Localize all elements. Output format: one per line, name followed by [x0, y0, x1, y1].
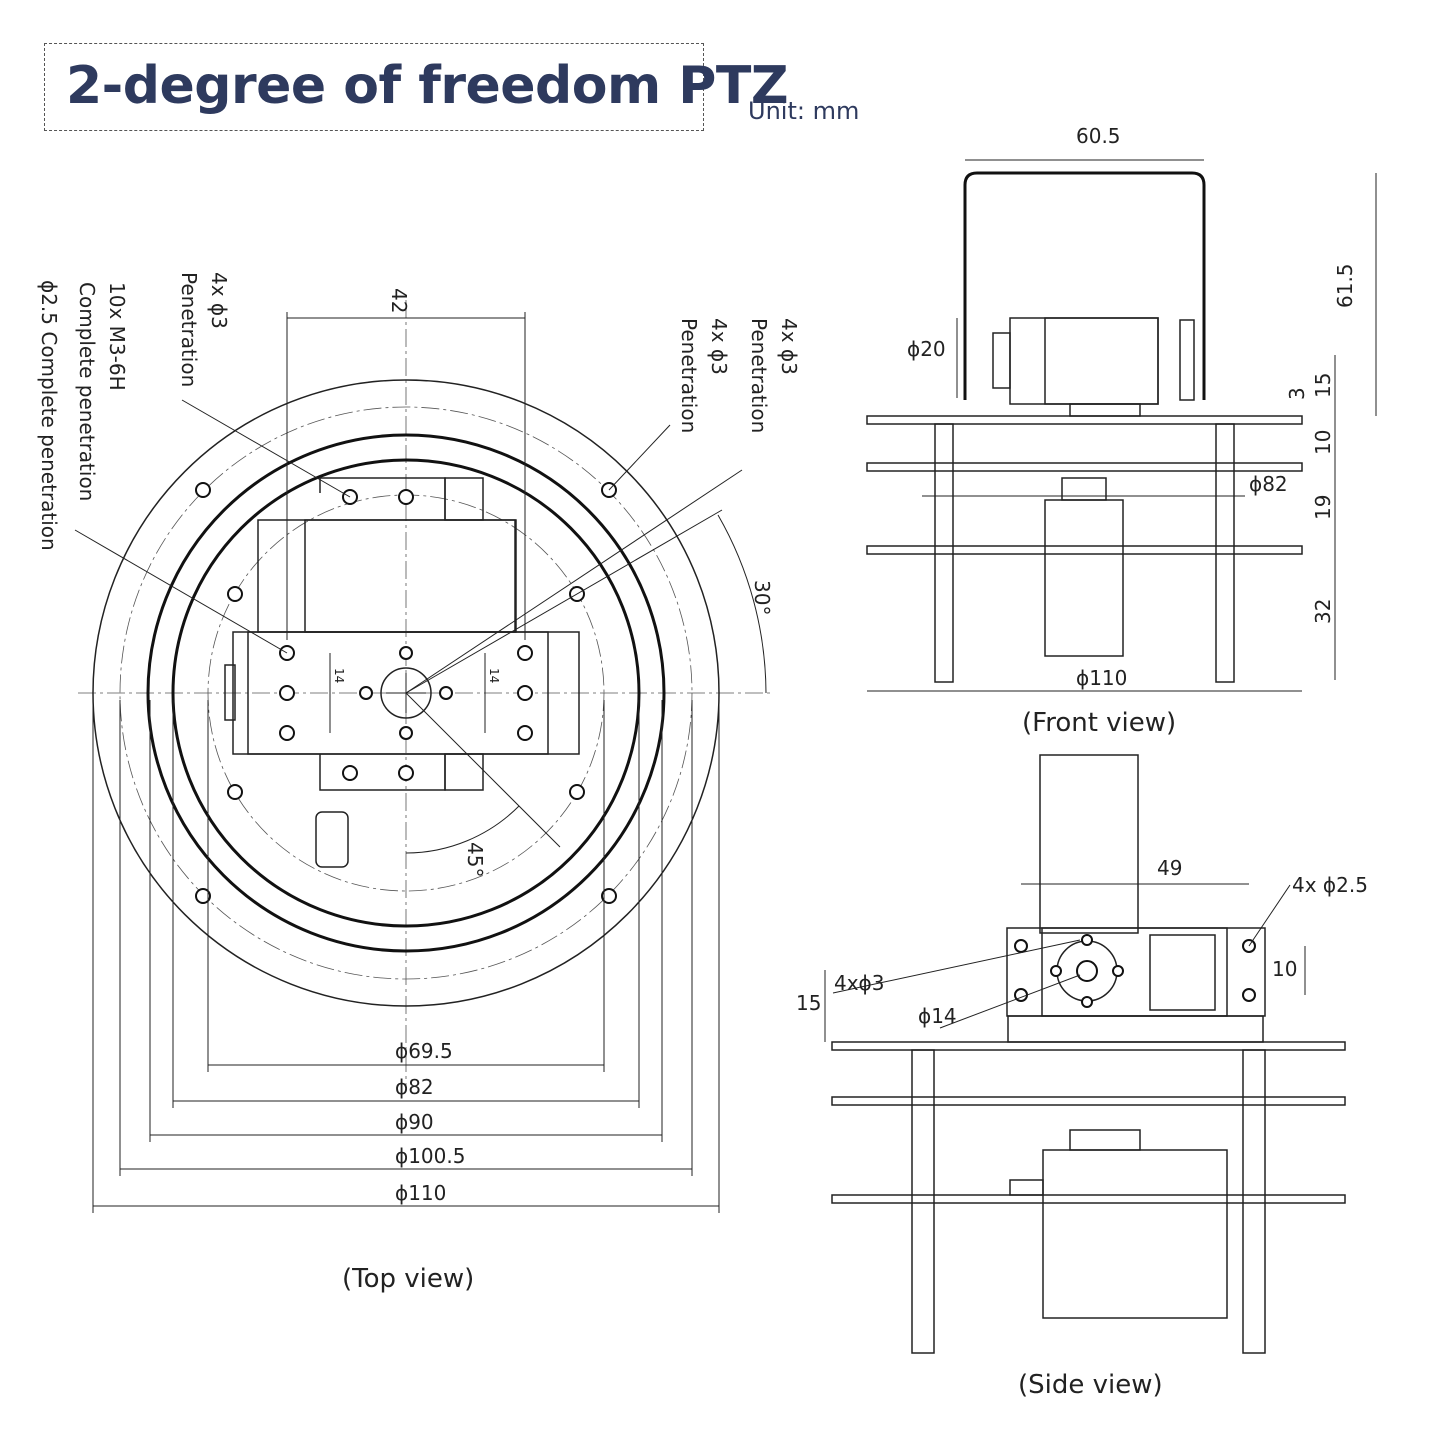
dim-front-d110: ϕ110	[1076, 666, 1127, 690]
dim-42: 42	[387, 288, 411, 313]
side-plate-1	[831, 1041, 1346, 1051]
arc-30	[717, 514, 767, 694]
dim-side-10: 10	[1272, 957, 1297, 981]
dim-d695: ϕ69.5	[395, 1039, 453, 1063]
ring-1005	[119, 406, 693, 980]
dim-605: 60.5	[1076, 124, 1121, 148]
dim-front-d82: ϕ82	[1249, 472, 1288, 496]
dim-d20: ϕ20	[907, 337, 946, 361]
note-pen1-b: Penetration	[177, 272, 201, 387]
caption-side-view: (Side view)	[1018, 1370, 1163, 1400]
ring-110	[92, 379, 720, 1007]
note-holes-3: 4xϕ3	[834, 971, 884, 995]
side-plate-2	[831, 1096, 1346, 1106]
note-pen3-b: Penetration	[747, 318, 771, 433]
ring-82	[171, 458, 641, 928]
servo-top	[224, 477, 580, 868]
angle-30: 30°	[750, 580, 774, 615]
top-view: 14 14 42 30° 45° ϕ2.5 Complete penetrati…	[37, 272, 801, 1294]
side-lower-servo	[1042, 1149, 1228, 1319]
dim-14-right: 14	[487, 668, 501, 683]
bracket	[963, 171, 1206, 400]
angle-45: 45°	[463, 842, 487, 877]
caption-top-view: (Top view)	[342, 1264, 474, 1294]
note-phi25: ϕ2.5 Complete penetration	[37, 280, 61, 551]
title-frame	[44, 43, 704, 131]
plate-1	[866, 415, 1303, 425]
note-m3: 10x M3-6H	[105, 282, 129, 391]
dim-d14: ϕ14	[918, 1004, 957, 1028]
unit-label: Unit: mm	[748, 97, 860, 125]
dim-3: 3	[1285, 387, 1309, 400]
plate-2	[866, 462, 1303, 472]
dim-d90: ϕ90	[395, 1110, 434, 1134]
side-view: 49 4x ϕ2.5 10 15 4xϕ3 ϕ14 (Side view)	[796, 754, 1368, 1400]
line-45	[405, 692, 561, 848]
note-pen2-a: 4x ϕ3	[707, 318, 731, 375]
side-plate-3	[831, 1194, 1346, 1204]
caption-front-view: (Front view)	[1022, 708, 1176, 738]
arc-45	[405, 805, 520, 854]
note-holes-25: 4x ϕ2.5	[1292, 873, 1368, 897]
front-lower-servo	[1044, 499, 1124, 657]
plate-3	[866, 545, 1303, 555]
side-arm	[1039, 754, 1139, 934]
note-m3-b: Complete penetration	[75, 282, 99, 501]
front-servo	[1009, 317, 1159, 405]
dim-15: 15	[1311, 373, 1335, 398]
dim-side-15: 15	[796, 991, 821, 1015]
dim-d110: ϕ110	[395, 1181, 446, 1205]
page-title: 2-degree of freedom PTZ	[66, 56, 789, 116]
dim-615: 61.5	[1333, 263, 1357, 308]
note-pen3-a: 4x ϕ3	[777, 318, 801, 375]
front-view: 60.5 61.5 ϕ20 3 15 10 19 32 ϕ82 ϕ110 (Fr…	[866, 124, 1377, 738]
dim-32: 32	[1311, 599, 1335, 624]
note-pen2-b: Penetration	[677, 318, 701, 433]
dim-d82: ϕ82	[395, 1075, 434, 1099]
dim-49: 49	[1157, 856, 1182, 880]
dim-19: 19	[1311, 495, 1335, 520]
note-pen1-a: 4x ϕ3	[207, 272, 231, 329]
ring-90	[146, 433, 666, 953]
dim-10: 10	[1311, 430, 1335, 455]
outer-holes	[195, 482, 617, 904]
dim-14-left: 14	[332, 668, 346, 683]
dim-d1005: ϕ100.5	[395, 1144, 465, 1168]
diameter-dims	[92, 700, 720, 1213]
